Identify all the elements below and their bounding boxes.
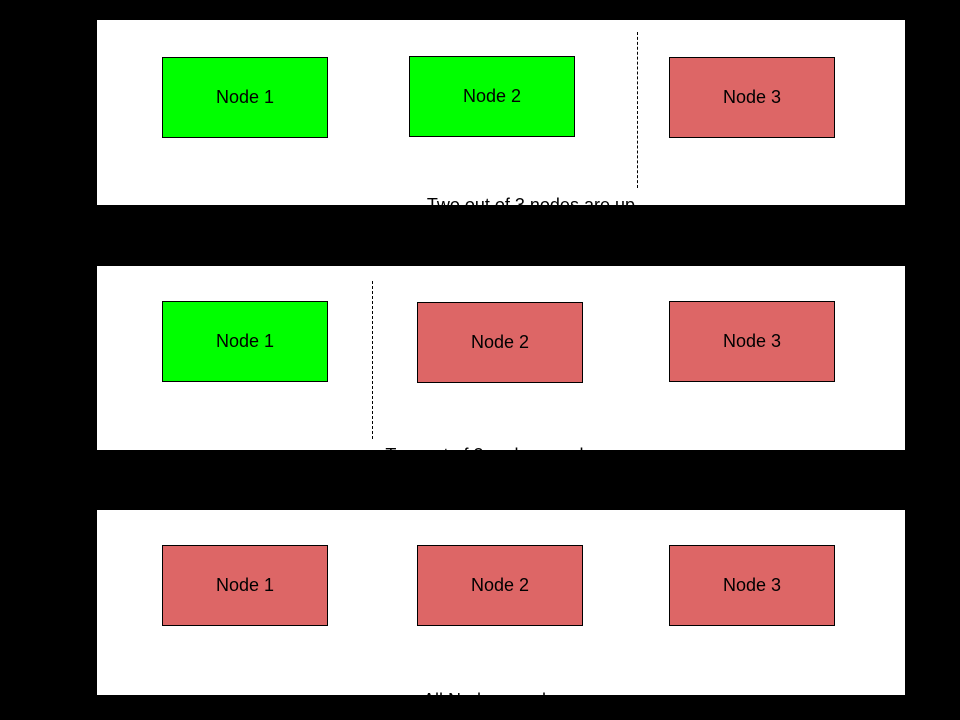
quorum-partition-divider: [372, 281, 373, 439]
node-box: Node 2: [409, 56, 575, 137]
caption-line: Two out of 3 nodes are down: [385, 445, 617, 465]
node-box: Node 2: [417, 302, 583, 383]
node-box: Node 2: [417, 545, 583, 626]
caption-line: Two out of 3 nodes are up: [426, 195, 635, 215]
scenario-caption: All Nodes are down Majority Fails & Clus…: [97, 643, 905, 720]
quorum-partition-divider: [637, 32, 638, 188]
scenario-panel-all-nodes-down: Node 1 Node 2 Node 3 All Nodes are down …: [96, 509, 906, 710]
node-box: Node 3: [669, 301, 835, 382]
scenario-panel-two-nodes-up: Node 1 Node 2 Node 3 Two out of 3 nodes …: [96, 19, 906, 284]
node-box: Node 1: [162, 57, 328, 138]
node-box: Node 1: [162, 545, 328, 626]
node-box: Node 1: [162, 301, 328, 382]
node-box: Node 3: [669, 57, 835, 138]
caption-line: All Nodes are down: [422, 690, 580, 710]
node-box: Node 3: [669, 545, 835, 626]
scenario-panel-two-nodes-down: Node 1 Node 2 Node 3 Two out of 3 nodes …: [96, 265, 906, 534]
